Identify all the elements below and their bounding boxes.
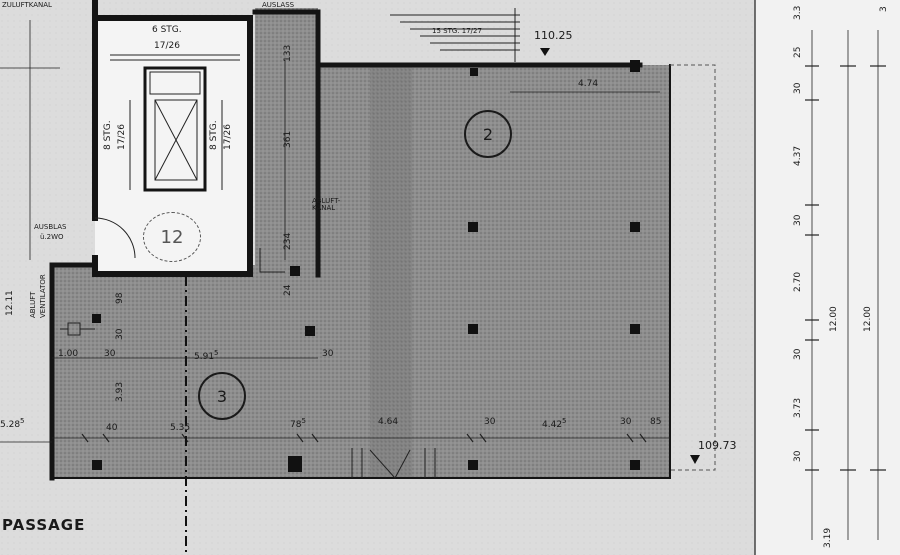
dim-474: 4.74 <box>578 79 599 89</box>
dim-r-1200b: 12.00 <box>863 306 873 332</box>
label-passage: PASSAGE <box>2 516 86 534</box>
dim-24: 24 <box>283 284 293 296</box>
dim-535: 5.35 <box>170 423 191 433</box>
dim-442-value: 4.42 <box>542 420 563 430</box>
dim-40: 40 <box>106 423 118 433</box>
label-stair-top-count: 15 STG. <box>432 27 460 35</box>
dim-r-437: 4.37 <box>793 145 803 166</box>
label-zuluftkanal: ZULUFTKANAL <box>2 1 52 9</box>
dim-100: 1.00 <box>58 349 79 359</box>
dim-464: 4.64 <box>378 417 399 427</box>
dim-591-value: 5.91 <box>194 352 215 362</box>
dim-30e: 30 <box>620 417 632 427</box>
dim-r-373: 3.73 <box>793 397 803 418</box>
room-3-marker: 3 <box>198 372 246 420</box>
elevation-right: 109.73 <box>698 439 737 452</box>
label-ausblas-left-2: ü.2WO <box>40 233 64 241</box>
dim-r-30b: 30 <box>793 214 803 226</box>
room-2-marker: 2 <box>464 110 512 158</box>
dim-591-sup: 5 <box>214 349 219 357</box>
wall-room3-top <box>49 262 98 481</box>
dim-r-30d: 30 <box>793 450 803 462</box>
label-abluftkanal: ABLUFT-KANAL <box>312 197 341 212</box>
dim-r-33: 3.3 <box>793 5 803 20</box>
right-margin <box>755 0 900 555</box>
dim-1211: 12.11 <box>5 290 15 316</box>
dim-r-270: 2.70 <box>793 271 803 292</box>
elevation-top: 110.25 <box>534 29 573 42</box>
corridor-floor <box>255 8 318 270</box>
dim-528-sup: 5 <box>20 417 25 425</box>
dim-393: 3.93 <box>115 381 125 402</box>
label-stair-8-left: 8 STG. <box>103 120 113 150</box>
label-stair-6: 6 STG. <box>152 25 182 35</box>
dim-r-319: 3.19 <box>823 527 833 548</box>
room-3-number: 3 <box>216 386 228 406</box>
label-stair-top-dim: 17/27 <box>461 27 482 35</box>
dim-r-30c: 30 <box>793 348 803 360</box>
dim-133: 133 <box>283 44 293 62</box>
label-stair-6-dim: 17/26 <box>154 41 180 51</box>
dim-98: 98 <box>115 292 125 304</box>
room-12-marker: 12 <box>143 212 201 262</box>
label-stair-8-left-dim: 17/26 <box>117 124 127 150</box>
room-12-number: 12 <box>160 226 184 248</box>
dim-30d: 30 <box>484 417 496 427</box>
wall-stair-inner <box>143 66 207 192</box>
label-auslass-top: AUSLASS <box>262 1 295 9</box>
dim-442-sup: 5 <box>562 417 567 425</box>
dim-78-value: 78 <box>290 420 302 430</box>
dim-85: 85 <box>650 417 662 427</box>
dim-30c: 30 <box>322 349 334 359</box>
dim-442: 4.425 <box>542 418 567 430</box>
dim-78-sup: 5 <box>301 417 306 425</box>
room-2-number: 2 <box>482 124 494 144</box>
dim-78: 785 <box>290 418 306 430</box>
dim-528: 5.285 <box>0 418 25 430</box>
label-ventilator: VENTILATOR <box>39 274 47 318</box>
dim-r-1200a: 12.00 <box>829 306 839 332</box>
dim-r-25: 25 <box>793 46 803 58</box>
label-stair-top: 15 STG. 17/27 <box>432 28 482 35</box>
dim-528-value: 5.28 <box>0 420 21 430</box>
label-abluft: ABLUFT <box>29 291 37 318</box>
label-ausblas-left: AUSBLAS <box>34 223 67 231</box>
label-stair-8-right-dim: 17/26 <box>223 124 233 150</box>
dim-591: 5.915 <box>194 350 219 362</box>
dim-234: 234 <box>283 232 293 250</box>
column-strip <box>370 65 412 478</box>
dim-r-3: 3 <box>879 6 889 12</box>
wall-corridor <box>252 9 321 278</box>
wall-stair-outer <box>92 0 253 277</box>
dim-361: 361 <box>283 130 293 148</box>
dim-30b: 30 <box>104 349 116 359</box>
dim-r-30a: 30 <box>793 82 803 94</box>
dim-30a: 30 <box>115 328 125 340</box>
label-stair-8-right: 8 STG. <box>209 120 219 150</box>
